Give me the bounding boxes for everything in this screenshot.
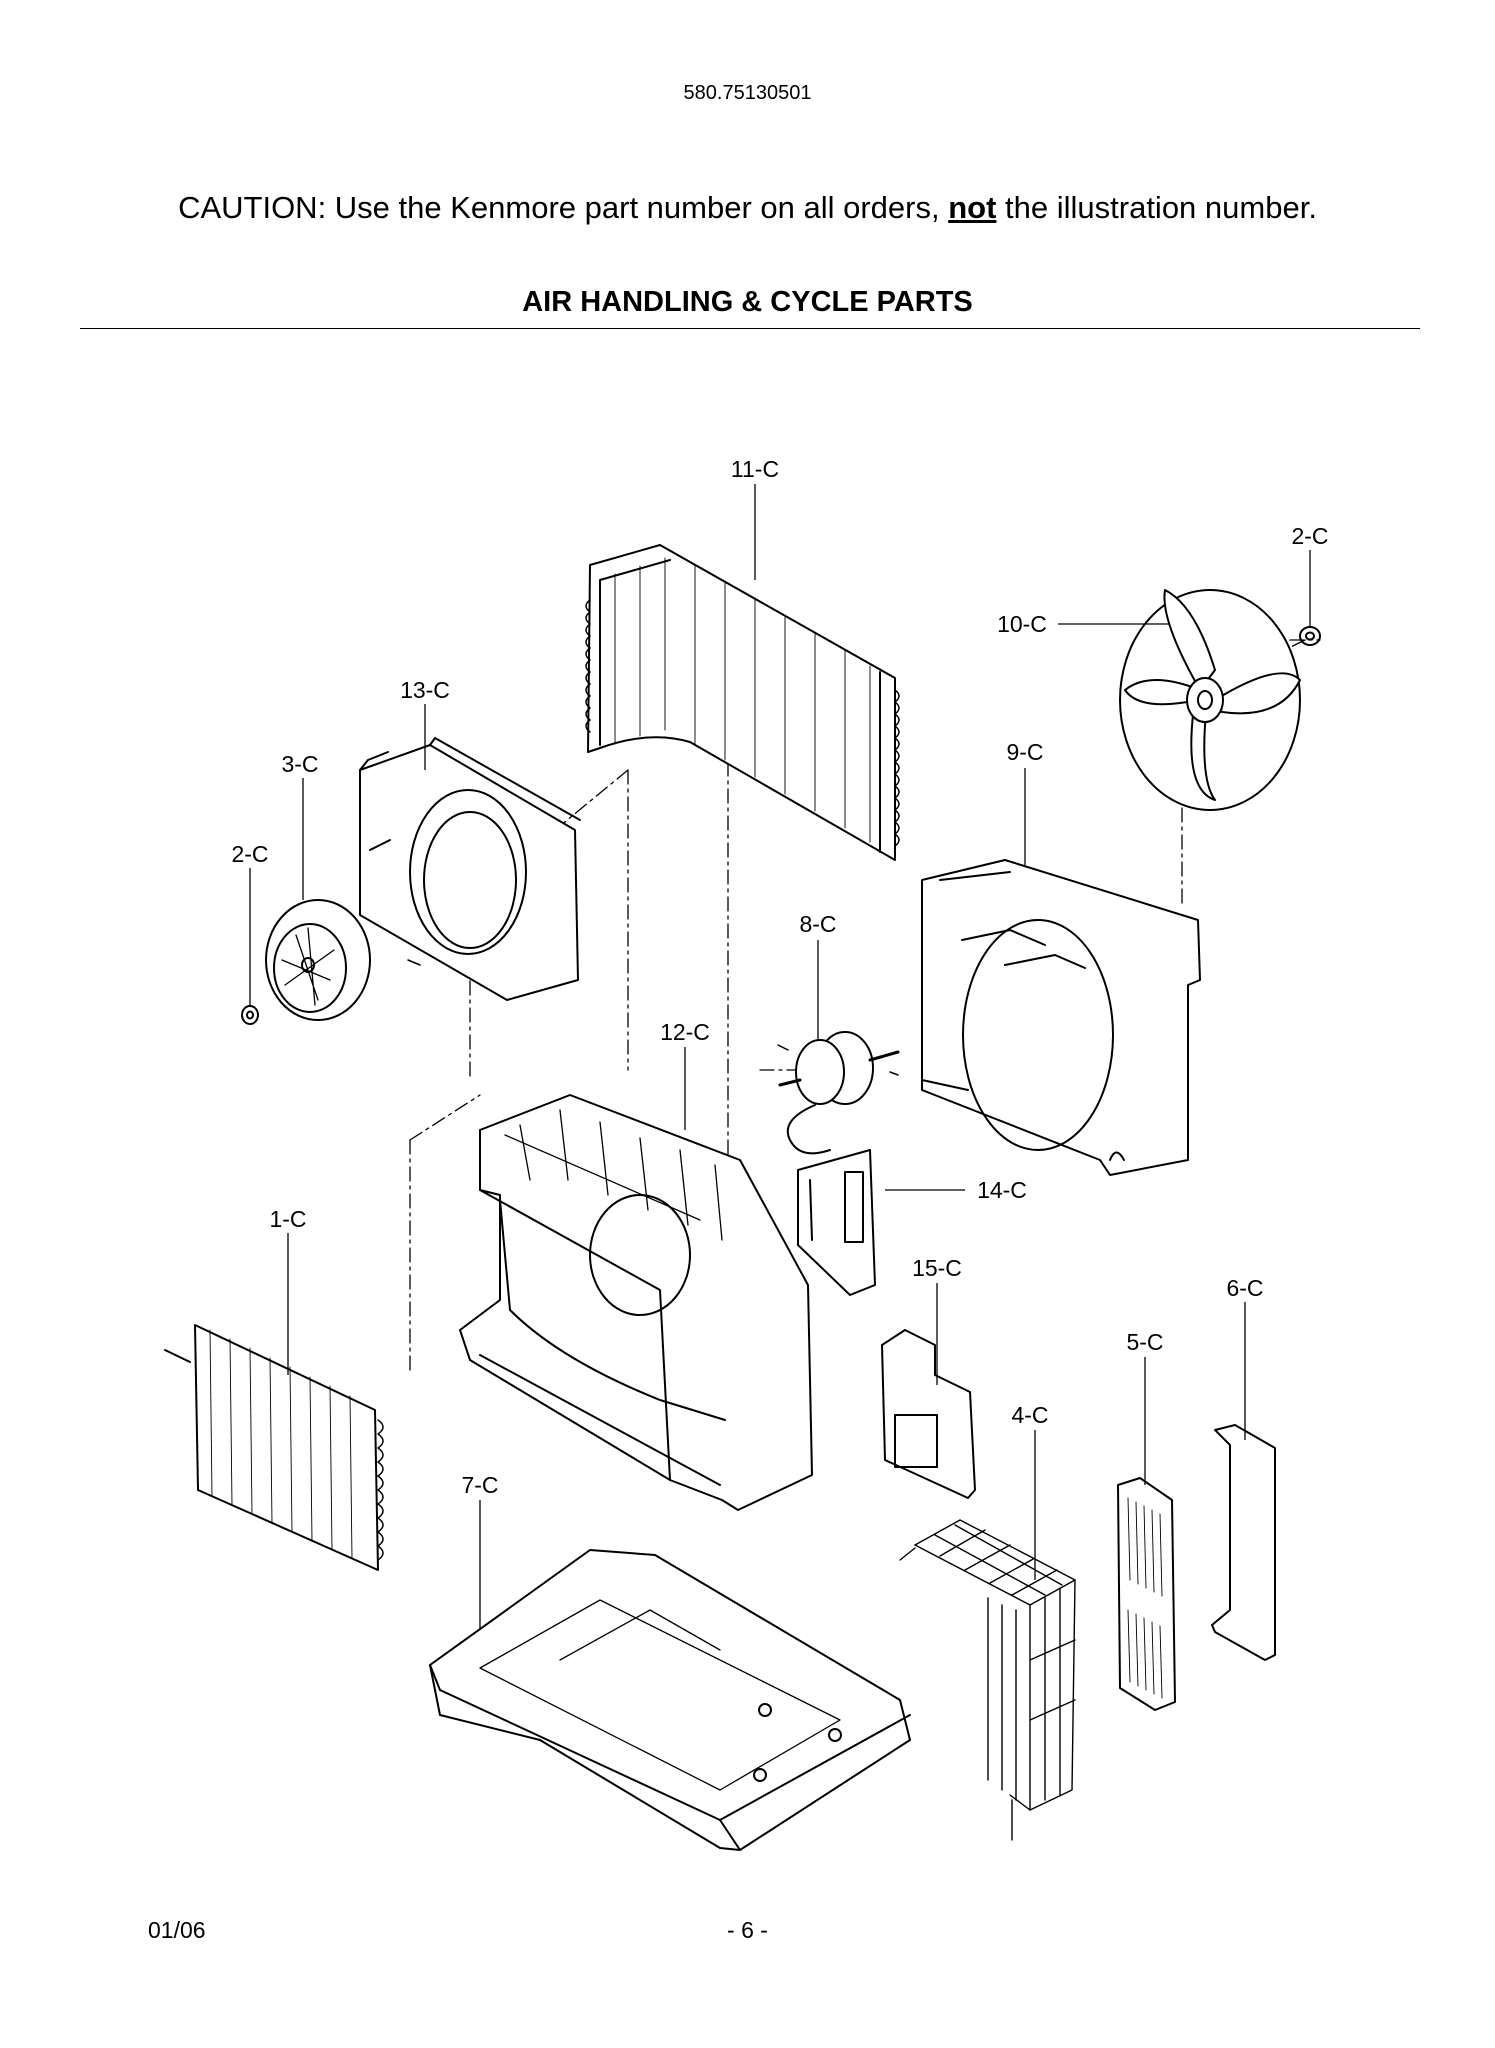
bracket-15c <box>881 1329 976 1499</box>
wire-guard-4c <box>899 1519 1076 1841</box>
blower-wheel-3c <box>265 899 371 1021</box>
callout-2c-top: 2-C <box>1291 523 1328 549</box>
evaporator-1c <box>164 1324 384 1571</box>
screws <box>407 959 899 1076</box>
callout-leader-lines <box>249 484 1311 1630</box>
coil-fins <box>614 557 871 843</box>
base-pan-ribs <box>504 1109 723 1241</box>
shroud-9c <box>921 859 1201 1176</box>
caution-emphasis: not <box>948 190 997 225</box>
side-curtain-6c <box>1211 1424 1276 1661</box>
callout-3c: 3-C <box>281 751 318 777</box>
callout-4c: 4-C <box>1011 1402 1048 1428</box>
fan-clip-2c-left <box>241 1005 259 1025</box>
model-number: 580.75130501 <box>683 82 812 104</box>
callout-10c: 10-C <box>997 611 1047 637</box>
callout-13c: 13-C <box>400 677 450 703</box>
title-divider <box>80 328 1420 329</box>
callout-labels: 11-C 2-C 10-C 13-C 3-C 2-C 9-C 8-C 12-C … <box>231 456 1328 1498</box>
callout-11c: 11-C <box>731 456 779 482</box>
callout-5c: 5-C <box>1126 1329 1163 1355</box>
fan-orifice-13c <box>359 737 581 1001</box>
condenser-fan-10c <box>1119 589 1301 811</box>
motor-bracket-14c <box>797 1149 876 1296</box>
callout-7c: 7-C <box>461 1472 498 1498</box>
base-7c <box>429 1549 911 1851</box>
caution-text-end: the illustration number. <box>996 190 1317 225</box>
fan-motor-8c <box>778 1031 900 1155</box>
page-number: - 6 - <box>727 1917 768 1943</box>
callout-1c: 1-C <box>269 1206 306 1232</box>
callout-9c: 9-C <box>1006 739 1043 765</box>
callout-12c: 12-C <box>660 1019 710 1045</box>
callout-2c-left: 2-C <box>231 841 268 867</box>
caution-notice: CAUTION: Use the Kenmore part number on … <box>0 190 1495 226</box>
base-pan-12c <box>459 1094 813 1511</box>
condenser-coil-11c <box>585 544 900 861</box>
callout-14c: 14-C <box>977 1177 1027 1203</box>
footer-date: 01/06 <box>148 1917 206 1943</box>
caution-text-start: CAUTION: Use the Kenmore part number on … <box>178 190 949 225</box>
louver-grille-5c <box>1117 1477 1176 1711</box>
callout-15c: 15-C <box>912 1255 962 1281</box>
section-title: AIR HANDLING & CYCLE PARTS <box>522 286 973 318</box>
fan-clip-2c-top <box>1299 626 1321 646</box>
callout-8c: 8-C <box>799 911 836 937</box>
callout-6c: 6-C <box>1226 1275 1263 1301</box>
